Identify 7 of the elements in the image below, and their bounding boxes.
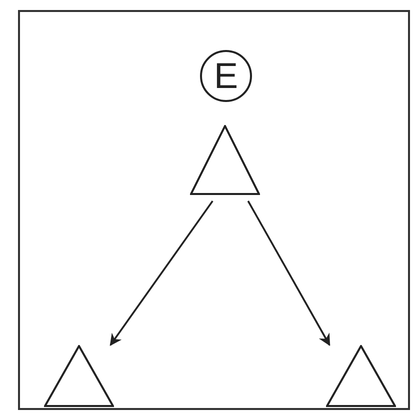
circle-node (200, 50, 252, 102)
arrow (247, 200, 330, 346)
triangle-shape (44, 345, 114, 407)
triangle-shape (190, 125, 260, 195)
node-label: E (214, 58, 238, 94)
arrow (110, 200, 214, 346)
triangle-shape (326, 345, 396, 407)
